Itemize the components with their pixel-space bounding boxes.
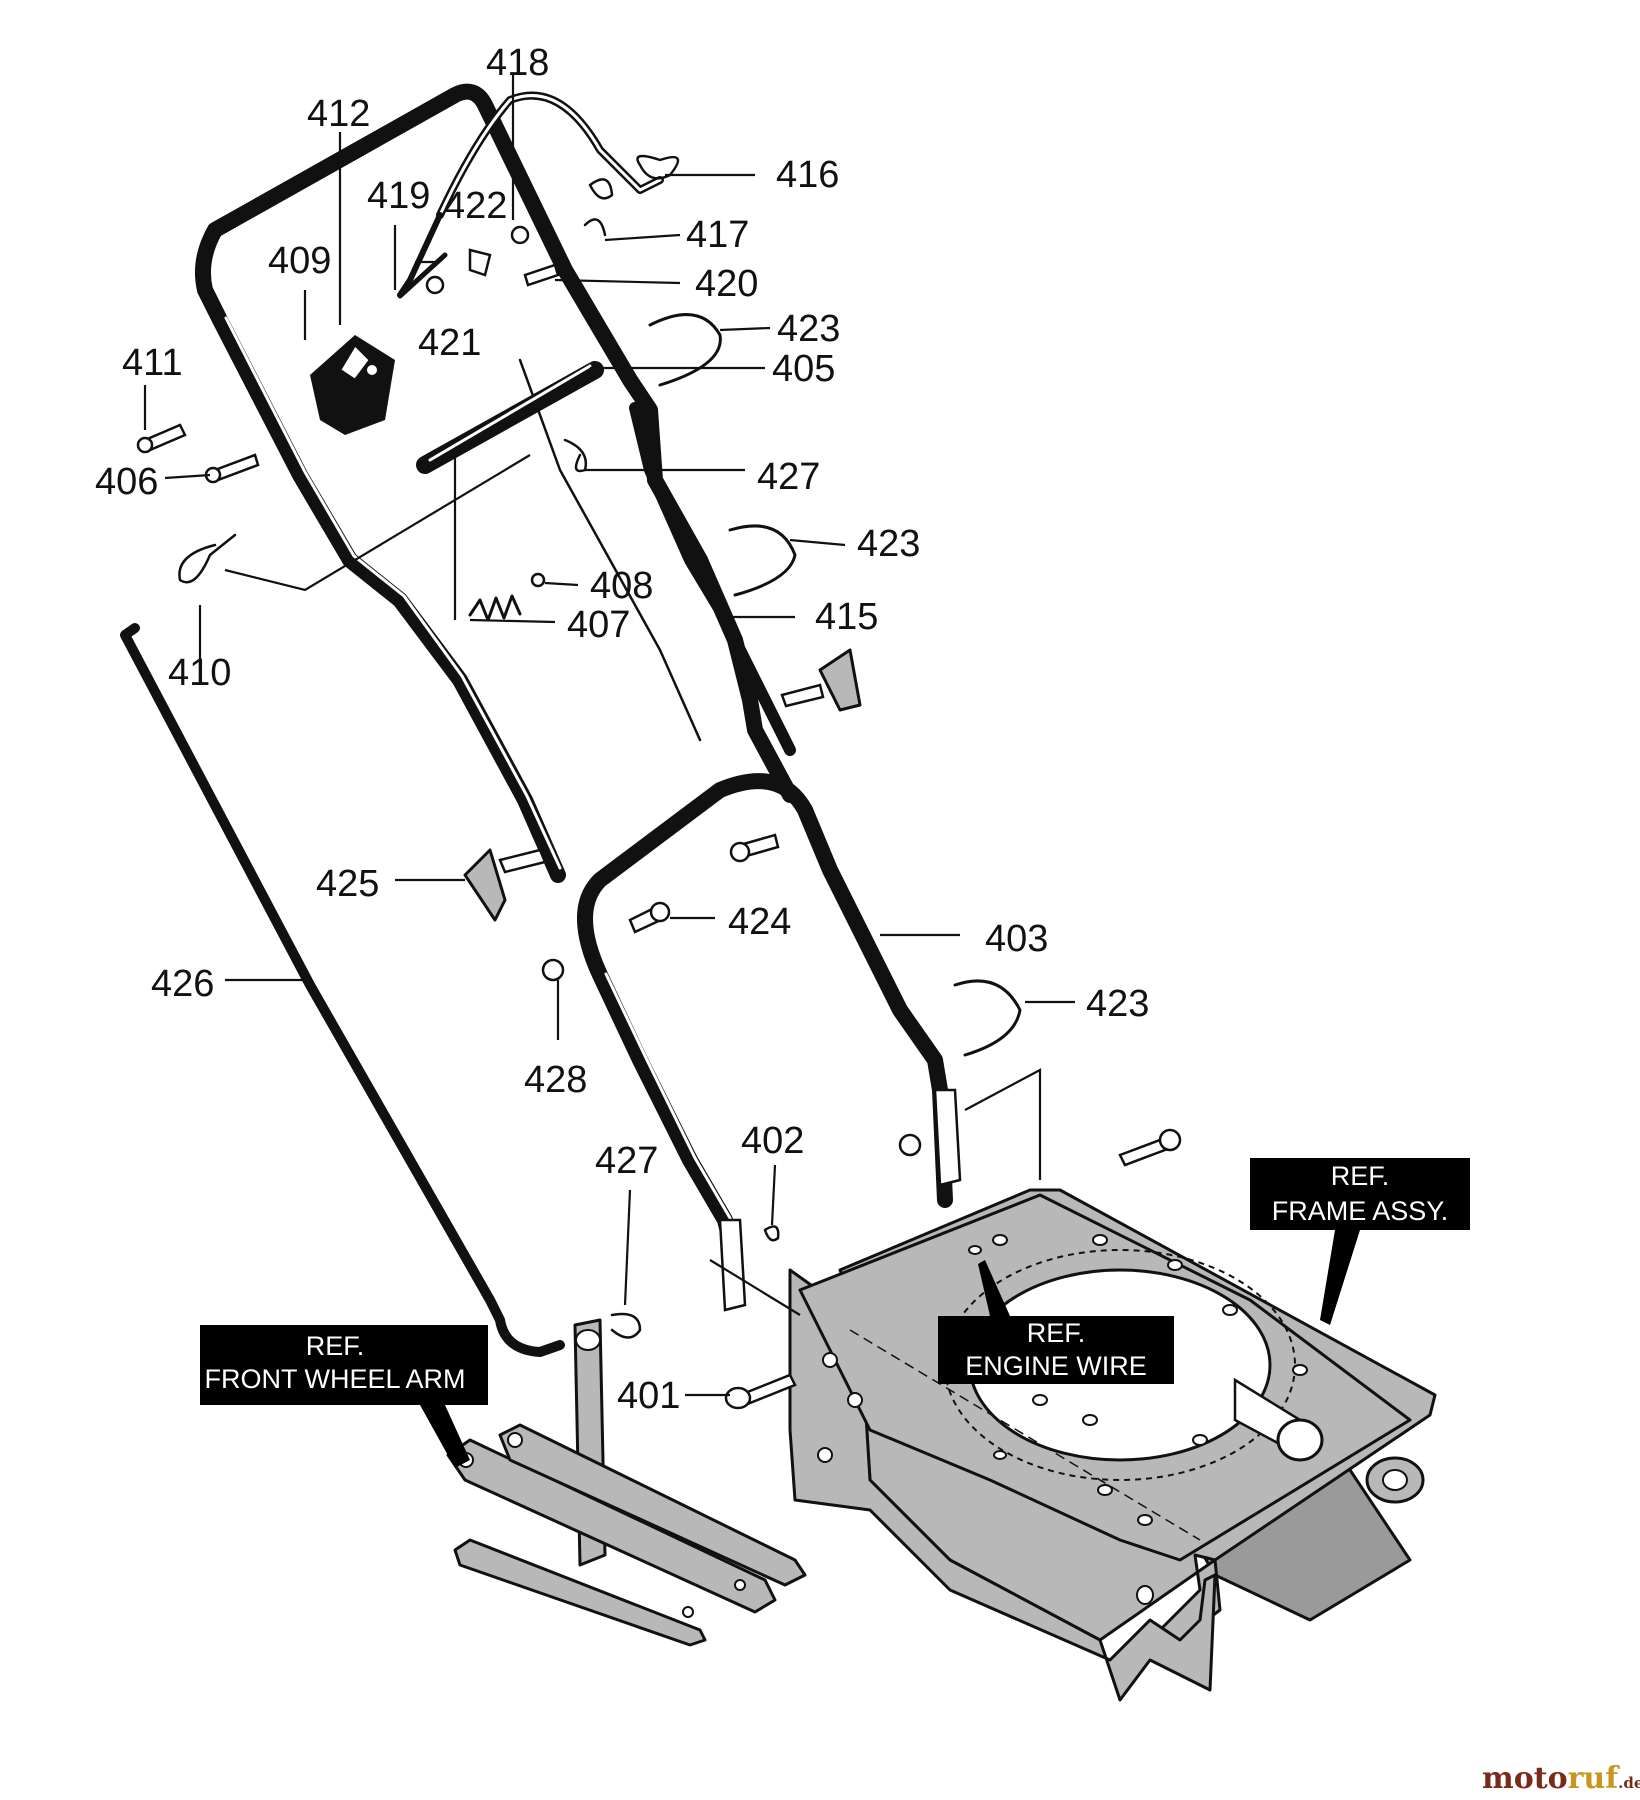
label-423-c: 423 [1086, 983, 1149, 1025]
label-418: 418 [486, 42, 549, 84]
watermark-part1: moto [1482, 1761, 1568, 1796]
bracket-409 [310, 335, 395, 435]
ref-wheel-line2: FRONT WHEEL ARM [204, 1364, 465, 1394]
label-411: 411 [122, 342, 183, 384]
label-420: 420 [695, 263, 758, 305]
ref-frame-assy: REF. FRAME ASSY. [1250, 1158, 1470, 1325]
label-405: 405 [772, 348, 835, 390]
label-423-a: 423 [777, 308, 840, 350]
label-416: 416 [776, 154, 839, 196]
label-426: 426 [151, 963, 214, 1005]
cross-bar-405 [416, 361, 604, 474]
lower-handle [577, 773, 962, 1312]
label-422: 422 [444, 185, 507, 227]
svg-text:motoruf.de: motoruf.de [1482, 1761, 1640, 1796]
ref-frame-line2: FRAME ASSY. [1272, 1196, 1449, 1226]
leader-lines [143, 75, 1075, 1397]
ref-front-wheel-arm: REF. FRONT WHEEL ARM [200, 1325, 488, 1468]
label-423-b: 423 [857, 523, 920, 565]
label-427-b: 427 [595, 1140, 658, 1182]
label-427-a: 427 [757, 456, 820, 498]
label-415: 415 [815, 596, 878, 638]
watermark-part3: .de [1618, 1774, 1640, 1792]
label-407: 407 [567, 604, 630, 646]
label-417: 417 [686, 214, 749, 256]
label-409: 409 [268, 240, 331, 282]
label-412: 412 [307, 93, 370, 135]
label-406: 406 [95, 461, 158, 503]
upper-handle [195, 83, 798, 883]
hardware [136, 225, 1182, 1410]
ref-engine-wire: REF. ENGINE WIRE [938, 1260, 1174, 1384]
label-419: 419 [367, 175, 430, 217]
label-425: 425 [316, 863, 379, 905]
label-428: 428 [524, 1059, 587, 1101]
rod-426 [120, 623, 565, 1357]
ref-wheel-line1: REF. [306, 1331, 365, 1361]
watermark-logo: motoruf.de [1482, 1761, 1640, 1796]
ref-engine-line1: REF. [1027, 1318, 1086, 1348]
label-401: 401 [617, 1375, 680, 1417]
label-424: 424 [728, 901, 791, 943]
ref-frame-line1: REF. [1331, 1161, 1390, 1191]
label-408: 408 [590, 565, 653, 607]
frame-holes [817, 1234, 1308, 1605]
front-wheel-arm [446, 1318, 807, 1647]
cable-418 [397, 91, 680, 298]
label-421: 421 [418, 322, 481, 364]
label-403: 403 [985, 918, 1048, 960]
label-402: 402 [741, 1120, 804, 1162]
ref-engine-line2: ENGINE WIRE [965, 1351, 1147, 1381]
label-410: 410 [168, 652, 231, 694]
part-labels: 418 412 416 419 422 417 409 420 423 421 … [95, 42, 1149, 1417]
watermark-part2: ruf [1568, 1761, 1621, 1796]
